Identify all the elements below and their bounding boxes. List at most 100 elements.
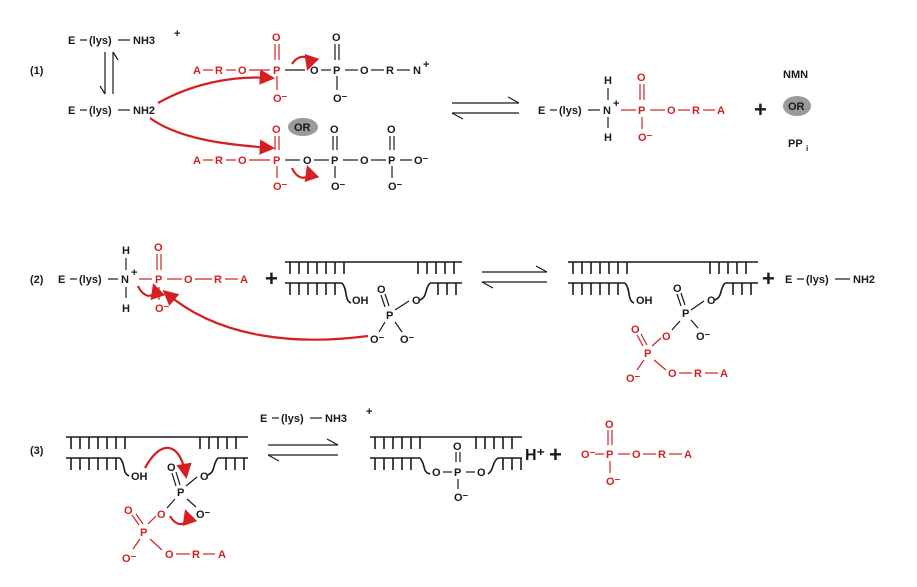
- or-badge-1: OR: [288, 118, 318, 136]
- svg-text:P: P: [177, 487, 184, 499]
- svg-text:N: N: [603, 105, 611, 117]
- svg-text:NH3: NH3: [325, 413, 347, 425]
- svg-text:NMN: NMN: [783, 69, 808, 81]
- svg-text:+: +: [174, 28, 180, 40]
- svg-text:O: O: [605, 419, 614, 431]
- enzyme-nh2-product-2: E (lys) NH2: [785, 274, 875, 286]
- svg-text:O⁻: O⁻: [454, 492, 469, 504]
- svg-text:O: O: [238, 155, 247, 167]
- svg-text:E: E: [260, 413, 267, 425]
- svg-text:OH: OH: [131, 471, 148, 483]
- curl-arrow-nad: [291, 53, 320, 71]
- svg-text:R: R: [694, 368, 702, 380]
- attack-arrow-nad: [157, 69, 276, 104]
- svg-text:O: O: [387, 124, 396, 136]
- svg-text:O⁻: O⁻: [638, 132, 653, 144]
- svg-text:O: O: [165, 549, 174, 561]
- svg-text:+: +: [366, 406, 372, 418]
- svg-text:O: O: [673, 283, 682, 295]
- svg-text:P: P: [454, 467, 461, 479]
- svg-text:O: O: [667, 105, 676, 117]
- svg-text:O: O: [668, 368, 677, 380]
- svg-text:O: O: [632, 449, 641, 461]
- sealed-dna-product: O P O O⁻ O: [370, 436, 522, 504]
- step-2-label: (2): [30, 274, 44, 286]
- svg-text:(lys): (lys): [281, 413, 304, 425]
- svg-text:R: R: [386, 65, 394, 77]
- svg-text:H: H: [604, 75, 612, 87]
- svg-text:O: O: [167, 462, 176, 474]
- svg-text:NH2: NH2: [853, 274, 875, 286]
- svg-text:O: O: [631, 324, 640, 336]
- nicked-dna-reactant: OH O P O O⁻ O⁻: [285, 261, 462, 346]
- svg-text:E: E: [538, 105, 545, 117]
- svg-text:O: O: [238, 65, 247, 77]
- atp-molecule: A R O P O O⁻ O P O O⁻ O P O O⁻ O⁻: [193, 124, 429, 193]
- svg-text:P: P: [140, 527, 147, 539]
- svg-text:R: R: [192, 549, 200, 561]
- svg-text:P: P: [638, 105, 645, 117]
- svg-text:(lys): (lys): [89, 105, 112, 117]
- svg-text:P: P: [273, 155, 280, 167]
- vertical-equilibrium-arrows: [99, 51, 119, 95]
- svg-text:R: R: [658, 449, 666, 461]
- curl-arrow-atp: [290, 165, 320, 183]
- attack-arrow-3: [144, 446, 192, 480]
- svg-text:O⁻: O⁻: [273, 93, 288, 105]
- svg-text:OR: OR: [788, 101, 805, 113]
- svg-text:O⁻: O⁻: [273, 181, 288, 193]
- svg-text:H: H: [604, 132, 612, 144]
- svg-text:O⁻: O⁻: [581, 449, 596, 461]
- step-3-label: (3): [30, 445, 44, 457]
- svg-text:O: O: [360, 155, 369, 167]
- adenylyl-enzyme-reactant-2: E (lys) N + H H P O O⁻ O R A: [58, 242, 248, 315]
- curl-arrow-step3: [169, 509, 198, 527]
- svg-text:O⁻: O⁻: [388, 181, 403, 193]
- svg-text:O: O: [184, 274, 193, 286]
- svg-text:+: +: [423, 59, 429, 71]
- svg-text:O: O: [157, 509, 166, 521]
- svg-text:P: P: [644, 348, 651, 360]
- plus-sign-2a: +: [265, 266, 278, 291]
- svg-text:O⁻: O⁻: [414, 155, 429, 167]
- svg-text:PP: PP: [788, 138, 803, 150]
- enzyme-nh3-step3: E (lys) NH3 +: [260, 406, 372, 425]
- svg-text:(lys): (lys): [79, 274, 102, 286]
- equilibrium-arrow-1: [451, 96, 520, 120]
- svg-text:O: O: [124, 505, 133, 517]
- svg-text:+: +: [613, 98, 619, 110]
- svg-text:OH: OH: [352, 295, 369, 307]
- equilibrium-arrow-3: [267, 438, 339, 462]
- svg-text:P: P: [388, 155, 395, 167]
- svg-text:(lys): (lys): [806, 274, 829, 286]
- svg-text:OH: OH: [636, 295, 653, 307]
- svg-text:R: R: [215, 65, 223, 77]
- svg-text:O: O: [477, 467, 486, 479]
- nad-molecule: A R O P O O⁻ O P O O⁻ O R N +: [193, 32, 429, 105]
- svg-text:O⁻: O⁻: [155, 303, 170, 315]
- svg-text:O: O: [310, 65, 319, 77]
- adenylylated-dna-product: OH O P O O⁻ O P O O⁻ O R A: [568, 261, 758, 385]
- svg-text:O⁻: O⁻: [122, 553, 137, 565]
- svg-text:O: O: [360, 65, 369, 77]
- svg-text:O: O: [637, 72, 646, 84]
- products-nmn-ppi: NMN OR PP i: [783, 69, 811, 153]
- svg-text:P: P: [386, 310, 393, 322]
- svg-text:O⁻: O⁻: [606, 476, 621, 488]
- svg-text:R: R: [692, 105, 700, 117]
- svg-text:O: O: [662, 331, 671, 343]
- svg-text:OR: OR: [294, 122, 311, 134]
- svg-text:N: N: [121, 274, 129, 286]
- svg-text:O: O: [432, 467, 441, 479]
- equilibrium-arrow-2: [481, 265, 548, 289]
- svg-text:P: P: [333, 65, 340, 77]
- svg-text:A: A: [218, 549, 226, 561]
- enzyme-nh3-top: E (lys) NH3 +: [68, 28, 180, 47]
- svg-text:A: A: [193, 155, 201, 167]
- attack-arrow-phosphate: [162, 289, 369, 341]
- curl-arrow-step2: [136, 283, 166, 301]
- svg-text:N: N: [413, 65, 421, 77]
- proton-product: H⁺: [525, 447, 545, 464]
- svg-text:O: O: [330, 124, 339, 136]
